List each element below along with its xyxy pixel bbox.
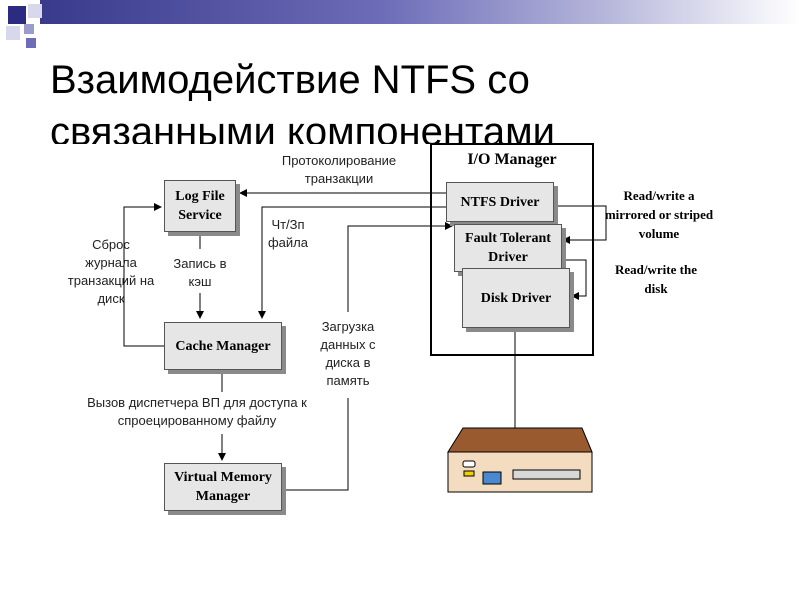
arrow-load-data: [285, 398, 349, 491]
io-manager-title: I/O Manager: [467, 151, 557, 168]
write-cache-label: Запись в кэш: [173, 256, 227, 289]
arrow-rw-mirrored: [554, 205, 607, 244]
load-data-label: Загрузка данных с диска в память: [320, 319, 376, 388]
rw-mirrored-label: Read/write a mirrored or striped volume: [604, 188, 714, 241]
disk-driver-box: Disk Driver: [462, 268, 570, 328]
arrow-flush-log: [123, 203, 164, 347]
cache-manager-box: Cache Manager: [164, 322, 282, 370]
arrow-file-rw: [258, 206, 446, 319]
disk-drive-icon: [447, 427, 593, 493]
deco-square: [6, 26, 20, 40]
slide-title-line-2: связанными компонентами: [50, 110, 555, 144]
header-gradient-bar: [40, 0, 800, 24]
flush-log-label: Сброс журнала транзакций на диск: [67, 237, 155, 306]
arrow-rw-disk: [566, 259, 587, 300]
transaction-logging-label: Протоколирование транзакции: [281, 153, 397, 186]
rw-disk-label: Read/write the disk: [615, 262, 697, 296]
log-file-service-box: Log File Service: [164, 180, 236, 232]
deco-square: [26, 38, 36, 48]
slide-title: Взаимодействие NTFS со связанными компон…: [50, 54, 770, 144]
arrow-load-data-upper: [347, 222, 453, 312]
fault-tolerant-driver-box: Fault Tolerant Driver: [454, 224, 562, 272]
file-rw-label: Чт/Зп файла: [267, 217, 308, 250]
deco-square: [24, 24, 34, 34]
slide-title-line-1: Взаимодействие NTFS со: [50, 58, 530, 102]
vm-call-label: Вызов диспетчера ВП для доступа к спроец…: [87, 395, 307, 428]
deco-square: [28, 4, 42, 18]
virtual-memory-manager-box: Virtual Memory Manager: [164, 463, 282, 511]
deco-square: [8, 6, 26, 24]
ntfs-driver-box: NTFS Driver: [446, 182, 554, 222]
